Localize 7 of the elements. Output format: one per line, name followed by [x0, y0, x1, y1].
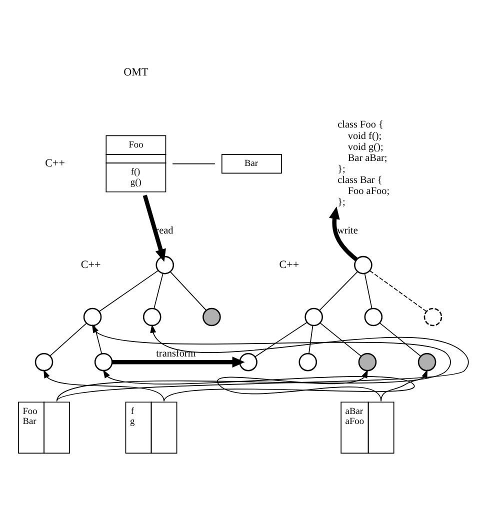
edge-label: write [336, 225, 358, 236]
node-text: class Foo { void f(); void g(); Bar aBar; }; class Bar { Foo aFoo; }; [338, 120, 390, 208]
label: C++ [80, 258, 101, 271]
edge-label: transform [156, 348, 196, 360]
label: C++ [279, 258, 300, 271]
label: C++ [45, 158, 65, 170]
label: OMT [124, 66, 148, 79]
